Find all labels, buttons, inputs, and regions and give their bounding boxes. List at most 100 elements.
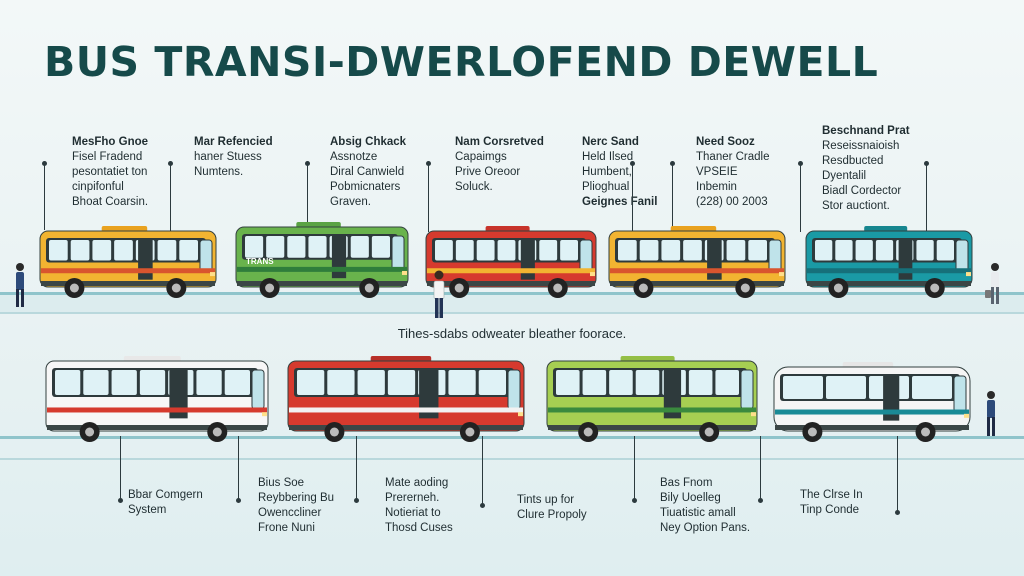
- person-right-top: [985, 263, 999, 304]
- top-6-dot: [670, 161, 675, 166]
- bottom-label-line: System: [128, 504, 167, 516]
- top-label-line: VPSEIE: [696, 166, 738, 178]
- top-5-stem: [632, 163, 633, 232]
- bottom-label-line: Ney Option Pans.: [660, 522, 751, 534]
- top-2-stem: [170, 163, 171, 232]
- top-1-stem: [44, 163, 45, 230]
- top-label-line: cinpifonful: [72, 181, 124, 193]
- top-label-line: Nerc Sand: [582, 136, 639, 148]
- top-1-dot: [42, 161, 47, 166]
- red-bus-1: [425, 226, 597, 298]
- top-label-line: Dyentalil: [822, 170, 867, 182]
- person-left: [16, 263, 24, 307]
- bottom-1-stem: [120, 436, 121, 500]
- person-right-bottom: [987, 391, 995, 436]
- center-caption: Tihes-sdabs odweater bleather foorace.: [397, 326, 627, 341]
- top-3-dot: [305, 161, 310, 166]
- bottom-label-line: Bas Fnom: [660, 477, 713, 489]
- bottom-label-line: Mate aoding: [385, 477, 449, 489]
- top-label-line: Assnotze: [330, 151, 378, 163]
- top-6-stem: [672, 163, 673, 228]
- top-label-line: Plioghual: [582, 181, 630, 193]
- yellow-bus-1: [39, 226, 217, 298]
- top-label-line: Capaimgs: [455, 151, 507, 163]
- bottom-2-stem: [238, 436, 239, 500]
- top-label-line: pesontatiet ton: [72, 166, 148, 178]
- top-3-stem: [307, 163, 308, 225]
- top-label-line: Resdbucted: [822, 155, 884, 167]
- bottom-label-line: Clure Propoly: [517, 509, 587, 521]
- top-5-dot: [630, 161, 635, 166]
- yellow-bus-2: [608, 226, 786, 298]
- white-bus: [45, 356, 269, 442]
- bottom-2-dot: [236, 498, 241, 503]
- bottom-5b-stem: [760, 436, 761, 500]
- top-label-line: (228) 00 2003: [696, 196, 768, 208]
- bottom-label-line: Bius Soe: [258, 477, 305, 489]
- bottom-6-stem: [897, 436, 898, 512]
- bottom-1-dot: [118, 498, 123, 503]
- bottom-label-line: Prererneh.: [385, 492, 440, 504]
- teal-bus-1: [805, 226, 973, 298]
- top-label-line: Prive Oreoor: [455, 166, 521, 178]
- upper-road-line: [0, 292, 1024, 295]
- top-label-line: Diral Canwield: [330, 166, 405, 178]
- bottom-3-stem: [482, 436, 483, 505]
- bus-side-text: TRANS: [246, 257, 274, 266]
- upper-road-band: [0, 292, 1024, 312]
- top-label-line: Pobmicnaters: [330, 181, 401, 193]
- top-label-line: Held Ilsed: [582, 151, 634, 163]
- bottom-2b-dot: [354, 498, 359, 503]
- top-4-stem: [428, 163, 429, 232]
- bottom-2b-stem: [356, 436, 357, 500]
- bottom-label-line: The Clrse In: [800, 489, 863, 501]
- top-label-line: Humbent,: [582, 166, 632, 178]
- top-label-line: Beschnand Prat: [822, 125, 910, 137]
- top-label-line: Fisel Fradend: [72, 151, 143, 163]
- top-label-line: Numtens.: [194, 166, 244, 178]
- white-van: [773, 362, 971, 442]
- bottom-label-line: Frone Nuni: [258, 522, 315, 534]
- top-label-line: MesFho Gnoe: [72, 136, 149, 148]
- lower-road-line: [0, 436, 1024, 439]
- bottom-6-dot: [895, 510, 900, 515]
- green-bus-1: TRANS: [235, 222, 409, 298]
- top-label-line: Nam Corsretved: [455, 136, 544, 148]
- top-label-line: Thaner Cradle: [696, 151, 770, 163]
- bottom-5-dot: [632, 498, 637, 503]
- top-label-line: haner Stuess: [194, 151, 262, 163]
- top-7b-stem: [926, 163, 927, 232]
- top-label-line: Stor auctiont.: [822, 200, 890, 212]
- red-bus-2: [287, 356, 525, 442]
- lower-road-edge: [0, 458, 1024, 460]
- bottom-label-line: Tinp Conde: [800, 504, 860, 516]
- top-label-line: Biadl Cordector: [822, 185, 902, 197]
- bottom-label-6: The Clrse In Tinp Conde: [800, 488, 863, 518]
- bottom-5-stem: [634, 436, 635, 500]
- top-label-line: Geignes Fanil: [582, 196, 658, 208]
- person-center: [433, 270, 445, 318]
- lime-bus: [546, 356, 758, 442]
- upper-road-edge: [0, 312, 1024, 314]
- bottom-3-dot: [480, 503, 485, 508]
- top-7b-dot: [924, 161, 929, 166]
- bottom-label-line: Tiuatistic amall: [660, 507, 736, 519]
- top-7-dot: [798, 161, 803, 166]
- page-title: BUS TRANSI-DWERLOFEND DEWELL: [44, 38, 879, 86]
- bottom-label-line: Thosd Cuses: [385, 522, 453, 534]
- bottom-label-line: Owenccliner: [258, 507, 322, 519]
- bottom-label-line: Tints up for: [517, 494, 575, 506]
- top-label-line: Inbemin: [696, 181, 737, 193]
- top-label-line: Bhoat Coarsin.: [72, 196, 149, 208]
